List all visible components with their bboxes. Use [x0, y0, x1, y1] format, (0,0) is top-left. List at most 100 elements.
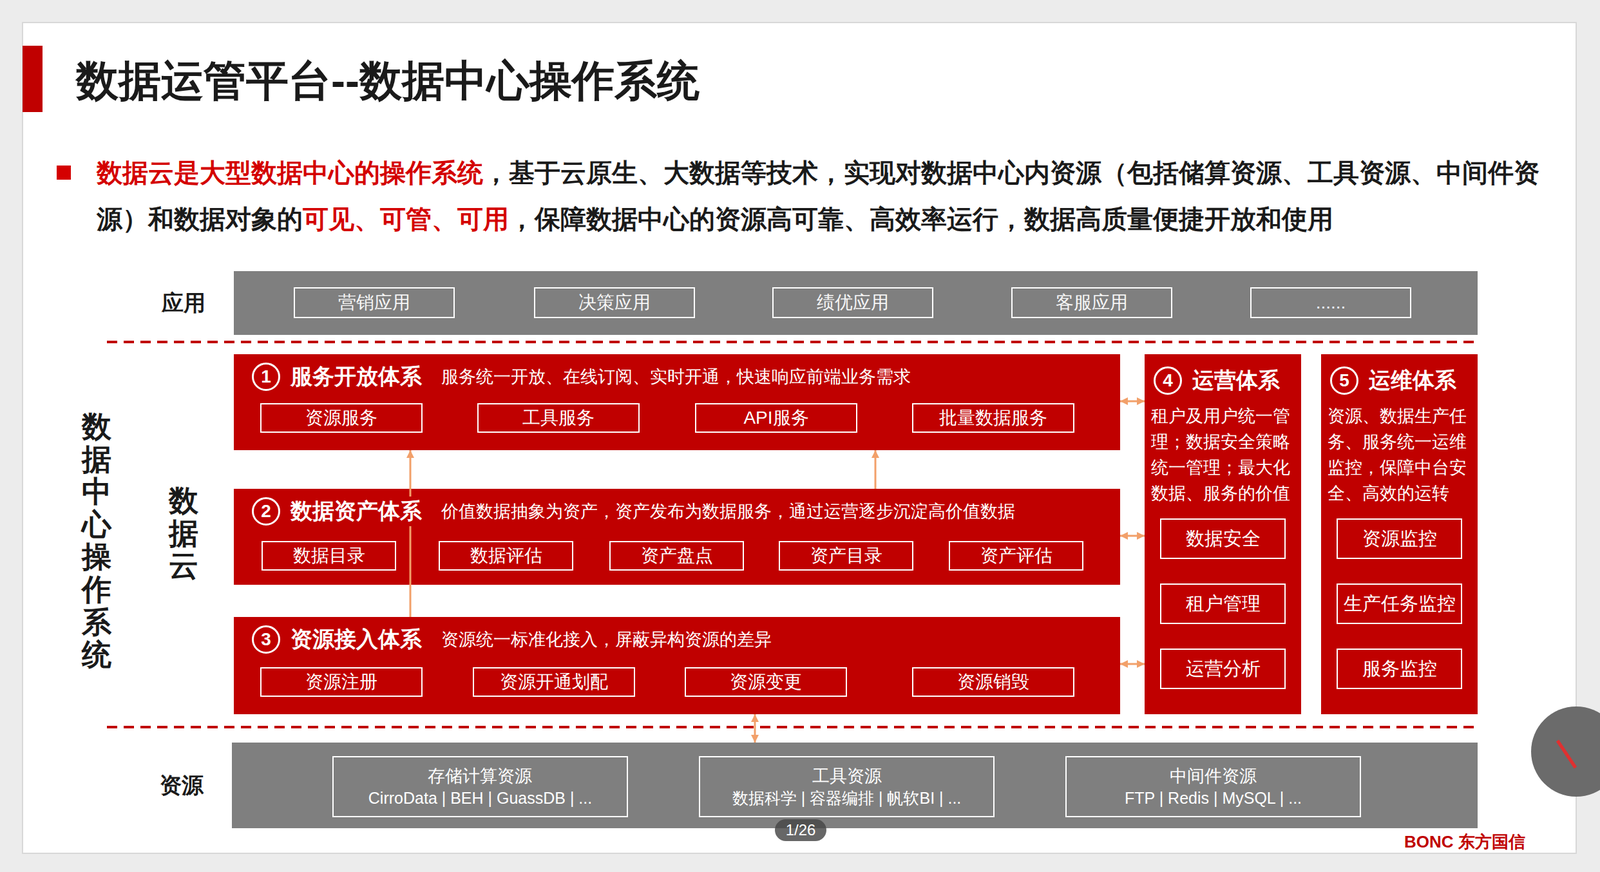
box-label-group: 资源服务 — [305, 405, 378, 431]
bullet-text-segment: ，保障数据中心的资源高可靠、高效率运行，数据高质量便捷开放和使用 — [508, 204, 1334, 234]
box-label-group: 批量数据服务 — [939, 405, 1048, 431]
box-label: 资源变更 — [729, 669, 802, 695]
box-sublabel: FTP | Redis | MySQL | ... — [1124, 787, 1302, 810]
function-box: 资源销毁 — [912, 667, 1075, 697]
box-label-group: 资源变更 — [729, 669, 802, 695]
bullet-highlight: 可见、可管、可用 — [302, 204, 509, 234]
box-label: 工具服务 — [522, 405, 595, 431]
function-box: API服务 — [695, 403, 858, 433]
function-box: 资源监控 — [1336, 518, 1463, 560]
callout-number: 3 — [251, 625, 281, 654]
box-label-group: 营销应用 — [338, 290, 411, 315]
panel-header: 4运营体系 — [1153, 364, 1283, 397]
function-box: 数据目录 — [261, 541, 397, 571]
panel-header: 2数据资产体系价值数据抽象为资产，资产发布为数据服务，通过运营逐步沉淀高价值数据 — [251, 495, 1016, 528]
dashed-divider — [106, 340, 1480, 344]
bullet-highlight: 数据云是大型数据中心的操作系统 — [96, 158, 484, 187]
box-label: 存储计算资源 — [368, 765, 592, 788]
box-label-group: 数据目录 — [293, 543, 366, 569]
layer-title: 数据云 — [168, 484, 199, 583]
panel-title: 数据资产体系 — [287, 496, 425, 527]
application-box: 营销应用 — [293, 287, 455, 319]
bullet-square — [56, 165, 71, 180]
panel-title: 运维体系 — [1366, 365, 1459, 396]
box-label: 决策应用 — [578, 290, 651, 315]
box-label-group: 决策应用 — [578, 290, 651, 315]
bullet-text: 数据云是大型数据中心的操作系统，基于云原生、大数据等技术，实现对数据中心内资源（… — [96, 149, 1566, 243]
panel-title: 资源接入体系 — [287, 624, 425, 655]
function-box: 生产任务监控 — [1336, 583, 1463, 625]
page-indicator: 1/26 — [774, 819, 827, 842]
box-label: 资源服务 — [305, 405, 378, 431]
function-box: 运营分析 — [1160, 648, 1286, 690]
box-label-group: 数据评估 — [470, 543, 543, 569]
system-panel: 2数据资产体系价值数据抽象为资产，资产发布为数据服务，通过运营逐步沉淀高价值数据… — [233, 488, 1121, 585]
panel-description: 资源、数据生产任务、服务统一运维监控，保障中台安全、高效的运转 — [1327, 403, 1472, 507]
application-box: ...... — [1250, 287, 1412, 319]
resource-box: 工具资源数据科学 | 容器编排 | 帆软BI | ... — [698, 756, 995, 818]
function-box: 资源变更 — [684, 667, 848, 697]
panel-header: 5运维体系 — [1330, 364, 1459, 397]
function-box: 工具服务 — [477, 403, 640, 433]
box-label: 工具资源 — [732, 765, 962, 788]
layer-title: 数据中心操作系统 — [81, 410, 112, 672]
side-panel: 5运维体系资源、数据生产任务、服务统一运维监控，保障中台安全、高效的运转资源监控… — [1321, 354, 1478, 715]
box-label-group: ...... — [1315, 292, 1347, 314]
box-label-group: 存储计算资源CirroData | BEH | GuassDB | ... — [368, 765, 592, 810]
box-label: 资产目录 — [810, 543, 883, 569]
box-label-group: 资产评估 — [980, 543, 1053, 569]
box-label: 数据评估 — [470, 543, 543, 569]
box-label-group: 资源监控 — [1362, 526, 1438, 553]
function-box: 资产目录 — [778, 541, 914, 571]
function-box: 资产盘点 — [609, 541, 744, 571]
function-box: 资产评估 — [948, 541, 1084, 571]
box-label: 资产盘点 — [640, 543, 714, 569]
function-box: 租户管理 — [1160, 583, 1286, 625]
resource-box: 存储计算资源CirroData | BEH | GuassDB | ... — [332, 756, 629, 818]
box-label: 资源注册 — [305, 669, 378, 695]
flow-arrow — [1120, 535, 1145, 538]
system-panel: 3资源接入体系资源统一标准化接入，屏蔽异构资源的差异资源注册 资源开通划配 资源变更… — [233, 617, 1121, 715]
box-label-group: 生产任务监控 — [1343, 591, 1456, 618]
panel-title: 运营体系 — [1189, 365, 1283, 396]
panel-header: 1服务开放体系服务统一开放、在线订阅、实时开通，快速响应前端业务需求 — [251, 360, 911, 393]
box-label: 数据目录 — [293, 543, 366, 569]
box-label-group: 数据安全 — [1185, 526, 1261, 553]
layer-heading: 资源 — [155, 742, 208, 829]
function-box: 批量数据服务 — [912, 403, 1075, 433]
function-box: 数据安全 — [1160, 518, 1286, 560]
function-box: 资源注册 — [260, 667, 423, 697]
box-label-group: 服务监控 — [1362, 656, 1438, 683]
box-label-group: 运营分析 — [1185, 656, 1261, 683]
layer-band: 资源存储计算资源CirroData | BEH | GuassDB | ...工… — [231, 742, 1478, 829]
box-sublabel: 数据科学 | 容器编排 | 帆软BI | ... — [732, 787, 962, 810]
box-label-group: 资产目录 — [810, 543, 883, 569]
box-label-group: 资源开通划配 — [499, 669, 609, 695]
box-sublabel: CirroData | BEH | GuassDB | ... — [368, 787, 592, 810]
box-label-group: 中间件资源FTP | Redis | MySQL | ... — [1124, 765, 1302, 810]
box-label-group: 资源注册 — [305, 669, 378, 695]
box-label: 资源开通划配 — [499, 669, 609, 695]
box-label-group: 工具服务 — [522, 405, 595, 431]
application-box: 绩优应用 — [772, 287, 934, 319]
box-label: 资源监控 — [1362, 526, 1438, 553]
function-box: 资源开通划配 — [472, 667, 636, 697]
panel-description: 资源统一标准化接入，屏蔽异构资源的差异 — [441, 628, 772, 652]
screen-share-icon — [1557, 740, 1576, 768]
box-label-group: 绩优应用 — [816, 290, 889, 315]
box-label: 资产评估 — [980, 543, 1053, 569]
box-label: 中间件资源 — [1124, 765, 1302, 788]
flow-arrow — [874, 450, 877, 489]
system-panel: 1服务开放体系服务统一开放、在线订阅、实时开通，快速响应前端业务需求资源服务 工具… — [233, 354, 1121, 451]
box-label: API服务 — [743, 405, 809, 431]
screen-share-button — [1531, 706, 1600, 797]
box-label: 数据安全 — [1185, 526, 1261, 553]
panel-header: 3资源接入体系资源统一标准化接入，屏蔽异构资源的差异 — [251, 623, 772, 656]
application-box: 客服应用 — [1011, 287, 1173, 319]
box-label: 批量数据服务 — [939, 405, 1048, 431]
box-label: 租户管理 — [1185, 591, 1261, 618]
panel-title: 服务开放体系 — [287, 361, 425, 392]
box-label-group: 资源销毁 — [957, 669, 1030, 695]
title-bar — [22, 45, 43, 113]
